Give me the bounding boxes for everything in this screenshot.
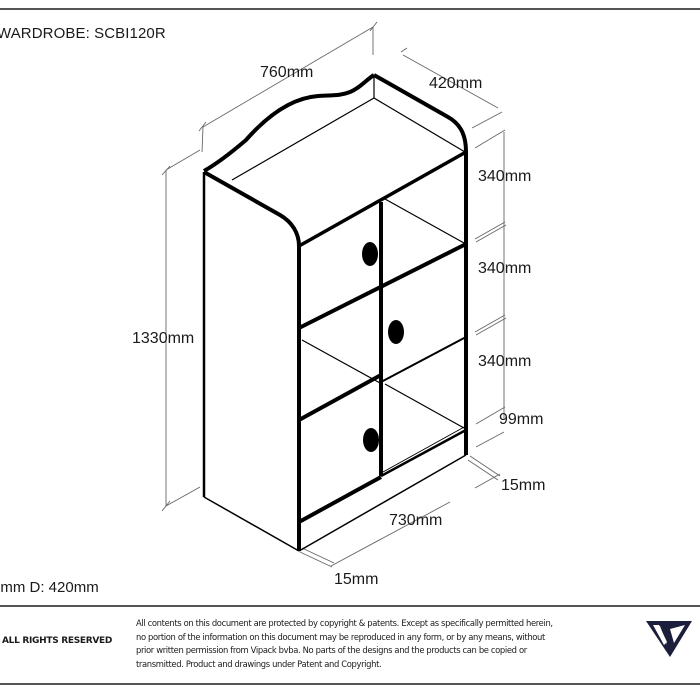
dim-compartment-2: 340mm <box>478 260 532 277</box>
dim-compartment-1: 340mm <box>478 168 532 185</box>
vipack-logo-icon <box>646 621 692 657</box>
spec-line: 5mm D: 420mm <box>0 579 99 596</box>
dim-side-thickness: 15mm <box>501 477 546 494</box>
footer-top-rule <box>0 605 700 607</box>
dim-width-bottom: 730mm <box>389 512 443 529</box>
legal-line: no portion of the information on this do… <box>136 631 545 642</box>
cabinet-outline <box>202 73 468 552</box>
footer-bottom-rule <box>0 683 700 685</box>
dim-front-thickness: 15mm <box>334 571 379 588</box>
legal-notice: All contents on this document are protec… <box>136 617 576 671</box>
legal-line: All contents on this document are protec… <box>136 618 553 628</box>
dim-compartment-3: 340mm <box>478 353 532 370</box>
knob-icon <box>362 242 378 266</box>
knob-icon <box>388 320 404 344</box>
dimension-lines <box>161 21 507 568</box>
document-title: WARDROBE: SCBI120R <box>0 25 166 42</box>
rights-reserved: ALL RIGHTS RESERVED <box>2 636 113 646</box>
dim-depth-top: 420mm <box>429 75 483 92</box>
dim-height-total: 1330mm <box>132 330 195 347</box>
knob-icon <box>363 428 379 452</box>
dim-plinth: 99mm <box>499 411 544 428</box>
top-rule <box>0 8 700 10</box>
dim-width-top: 760mm <box>260 64 314 81</box>
legal-line: transmitted. Product and drawings under … <box>136 658 382 669</box>
legal-line: prior written permission from Vipack bvb… <box>136 645 527 656</box>
door-knobs <box>362 242 404 452</box>
